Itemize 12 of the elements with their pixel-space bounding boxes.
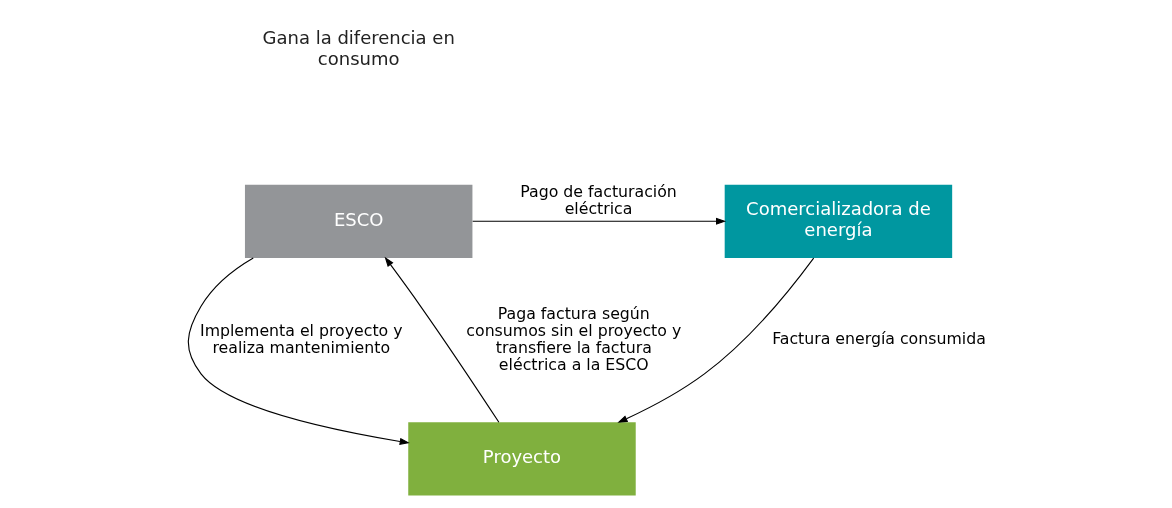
edge-label: Implementa el proyecto y realiza mantenimiento: [199, 320, 403, 357]
edge-label: Factura energía consumida: [771, 328, 986, 348]
node-box: ESCO: [244, 184, 472, 258]
arrow: [616, 257, 814, 423]
label: Gana la diferencia en consumo: [262, 26, 455, 69]
node-box: Proyecto: [407, 421, 636, 495]
edge-label: Pago de facturación eléctrica: [519, 181, 677, 218]
node-box: Comercializadora de energía: [724, 184, 952, 258]
arrow: [187, 257, 410, 445]
edge-label: Paga factura según consumos sin el proyecto y transfiere la factura eléctrica a la ESCO: [465, 303, 681, 374]
arrow: [384, 256, 499, 423]
arrow: [471, 217, 726, 225]
